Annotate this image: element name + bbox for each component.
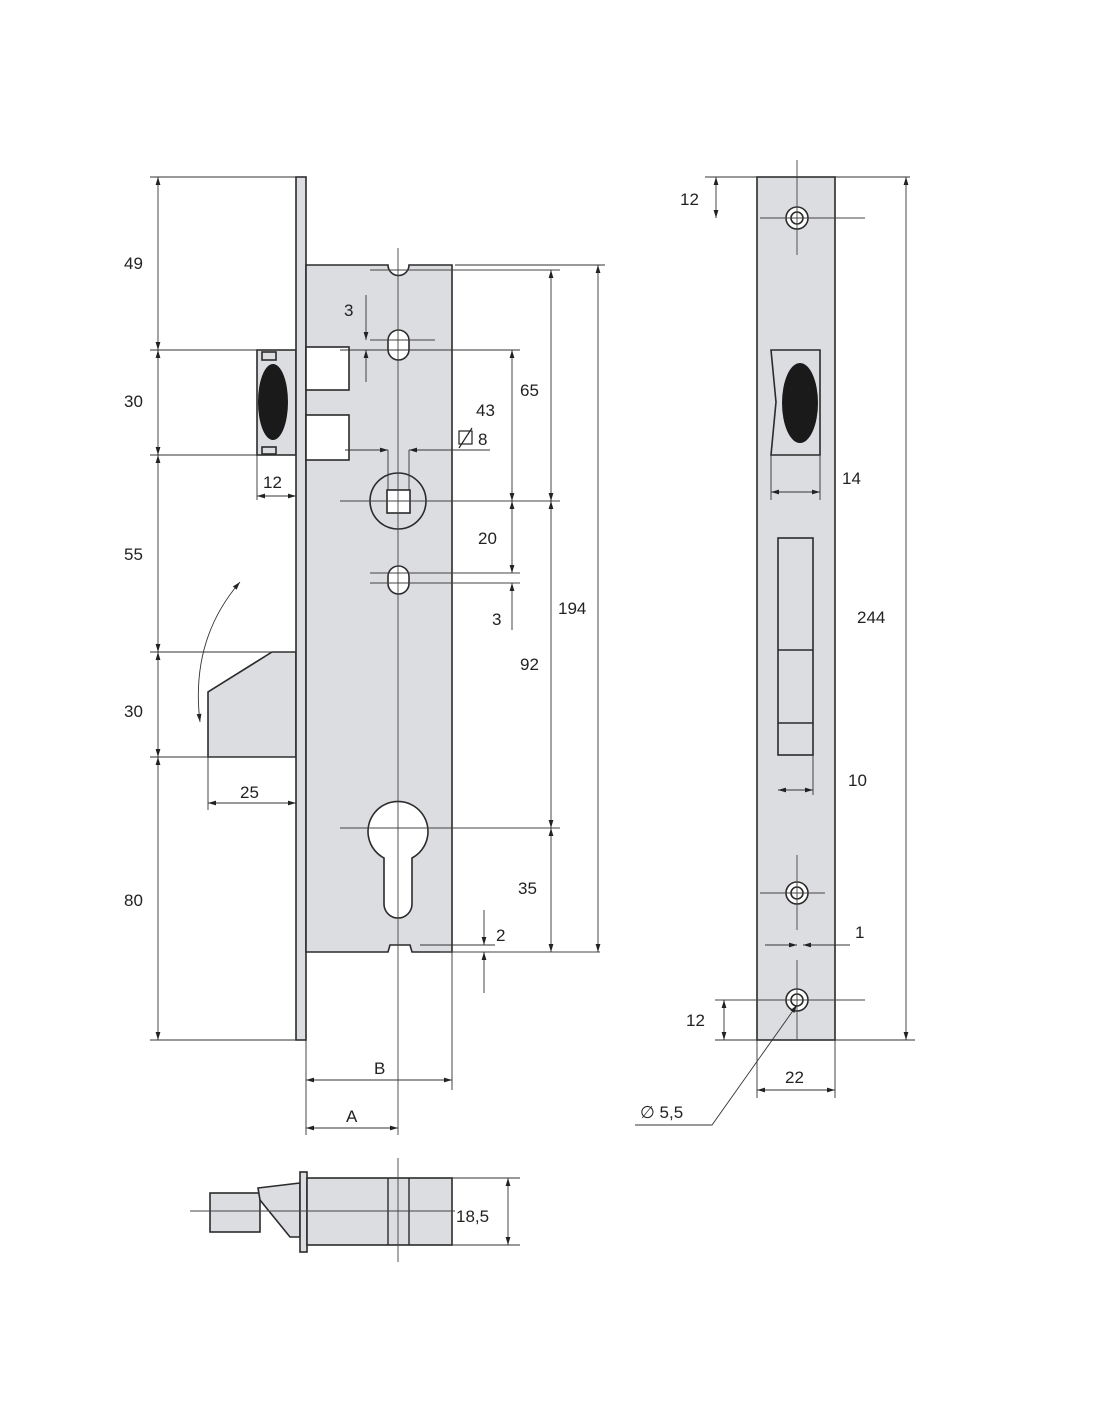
dim-30-latch: 30 bbox=[124, 392, 143, 411]
dim-square-8: 8 bbox=[478, 430, 487, 449]
latch-window bbox=[305, 414, 350, 461]
dim-hole-diameter: ∅ 5,5 bbox=[640, 1103, 683, 1122]
faceplate-view: 12 14 244 10 1 12 22 ∅ 5,5 bbox=[635, 160, 915, 1126]
dim-slot-3-top: 3 bbox=[344, 301, 353, 320]
dim-offset-1: 1 bbox=[855, 923, 864, 942]
dim-width-22: 22 bbox=[785, 1068, 804, 1087]
dim-top-hole-12: 12 bbox=[680, 190, 699, 209]
dim-194: 194 bbox=[558, 599, 586, 618]
dim-244: 244 bbox=[857, 608, 885, 627]
latch-tab bbox=[261, 446, 277, 455]
dim-43: 43 bbox=[476, 401, 495, 420]
case-edge bbox=[306, 1177, 453, 1246]
dim-bottom-hole-12: 12 bbox=[686, 1011, 705, 1030]
latch-roller-face bbox=[782, 363, 818, 443]
dim-80: 80 bbox=[124, 891, 143, 910]
square-symbol-icon bbox=[458, 427, 473, 449]
bolt-slot bbox=[777, 537, 814, 756]
dim-bolt-25: 25 bbox=[240, 783, 259, 802]
spindle-square bbox=[386, 489, 411, 514]
faceplate-edge bbox=[299, 1171, 308, 1253]
dim-20: 20 bbox=[478, 529, 497, 548]
dim-35: 35 bbox=[518, 879, 537, 898]
dim-latch-14: 14 bbox=[842, 469, 861, 488]
top-slot bbox=[387, 329, 410, 361]
dim-A: A bbox=[346, 1107, 358, 1126]
bottom-view: 18,5 bbox=[190, 1158, 520, 1262]
dim-slot-3-bottom: 3 bbox=[492, 610, 501, 629]
dim-30-bolt: 30 bbox=[124, 702, 143, 721]
dim-49: 49 bbox=[124, 254, 143, 273]
dim-2: 2 bbox=[496, 926, 505, 945]
dim-thickness-18-5: 18,5 bbox=[456, 1207, 489, 1226]
dim-92: 92 bbox=[520, 655, 539, 674]
front-view: 49 30 55 30 80 12 25 3 43 8 65 20 3 194 … bbox=[124, 176, 605, 1135]
dim-55: 55 bbox=[124, 545, 143, 564]
latch-window bbox=[305, 346, 350, 391]
lower-slot bbox=[387, 565, 410, 595]
dim-bolt-10: 10 bbox=[848, 771, 867, 790]
dim-65: 65 bbox=[520, 381, 539, 400]
dim-B: B bbox=[374, 1059, 385, 1078]
bolt-end bbox=[209, 1192, 261, 1233]
latch-bevel bbox=[257, 1182, 301, 1238]
deadbolt bbox=[207, 651, 297, 758]
faceplate bbox=[295, 176, 307, 1041]
latch-tab bbox=[261, 351, 277, 361]
latch-roller bbox=[258, 364, 288, 440]
dim-latch-12: 12 bbox=[263, 473, 282, 492]
